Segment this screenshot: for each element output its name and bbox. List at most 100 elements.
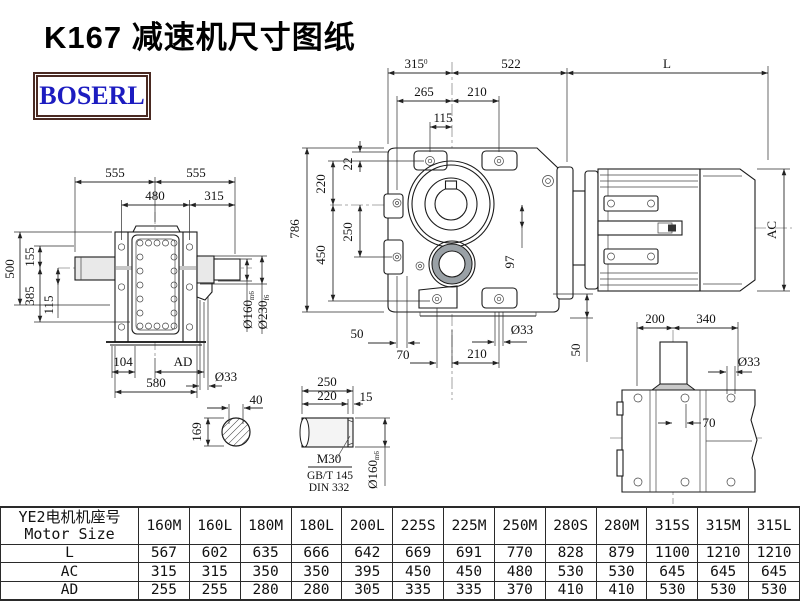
dimension-drawing: 555 555 480 315 500 155 385 115 bbox=[2, 56, 792, 504]
col-header-180L: 180L bbox=[290, 505, 343, 545]
cell-L-315S: 1100 bbox=[646, 543, 699, 564]
col-header-280M: 280M bbox=[595, 505, 648, 545]
dim-15: 15 bbox=[360, 389, 373, 404]
dim-169: 169 bbox=[189, 422, 204, 442]
keyway bbox=[444, 180, 458, 190]
row-label-L: L bbox=[0, 543, 139, 564]
dim-500: 500 bbox=[2, 259, 17, 279]
cell-L-280S: 828 bbox=[544, 543, 597, 564]
output-shaft bbox=[213, 258, 241, 281]
label-din332: DIN 332 bbox=[309, 482, 350, 494]
cell-L-200L: 642 bbox=[341, 543, 394, 564]
dim-50-left: 50 bbox=[351, 326, 364, 341]
dim-L: L bbox=[663, 56, 671, 71]
front-view: 3150 522 L 265 210 115 786 22 22 bbox=[287, 56, 792, 400]
dim-250: 250 bbox=[340, 222, 355, 242]
dim-340: 340 bbox=[696, 311, 716, 326]
row-label-AC: AC bbox=[0, 562, 139, 582]
vertical-shaft bbox=[659, 341, 688, 391]
dim-d33-top: Ø33 bbox=[738, 354, 760, 369]
cell-L-315L: 1210 bbox=[748, 543, 800, 564]
dim-d230: Ø230f6 bbox=[255, 294, 271, 329]
cell-AD-160L: 255 bbox=[188, 580, 241, 601]
cell-AD-315L: 530 bbox=[748, 580, 800, 601]
shaft-section: 40 169 bbox=[189, 392, 263, 447]
cell-AD-315M: 530 bbox=[697, 580, 750, 601]
dim-315-top: 3150 bbox=[405, 56, 429, 71]
page-title: K167 减速机尺寸图纸 bbox=[44, 20, 356, 55]
col-header-160M: 160M bbox=[138, 505, 190, 545]
top-view: 200 340 Ø33 70 bbox=[610, 311, 762, 504]
cell-L-250M: 770 bbox=[493, 543, 546, 564]
dim-d160-shaft: Ø160m6 bbox=[365, 451, 381, 489]
shaft-side-view: 250 220 15 M30 GB/T 145 DIN 332 Ø160m6 bbox=[299, 374, 390, 494]
cell-L-180L: 666 bbox=[290, 543, 343, 564]
side-view: 555 555 480 315 500 155 385 115 bbox=[2, 165, 271, 398]
dim-265: 265 bbox=[414, 84, 434, 99]
cell-L-225S: 669 bbox=[392, 543, 445, 564]
col-header-315M: 315M bbox=[697, 505, 750, 545]
dim-d33-front: Ø33 bbox=[511, 322, 533, 337]
dim-480: 480 bbox=[145, 188, 165, 203]
cell-AC-315M: 645 bbox=[697, 562, 750, 582]
brand-logo-text: BOSERL bbox=[39, 81, 145, 110]
motor bbox=[556, 166, 756, 300]
col-header-180M: 180M bbox=[239, 505, 292, 545]
col-header-280S: 280S bbox=[544, 505, 597, 545]
cell-L-160L: 602 bbox=[188, 543, 241, 564]
row-label-AD: AD bbox=[0, 580, 139, 601]
shaft-body bbox=[301, 417, 354, 448]
mounting-bolts bbox=[392, 156, 554, 304]
dim-115-top: 115 bbox=[433, 110, 452, 125]
cell-AC-280S: 530 bbox=[544, 562, 597, 582]
cell-L-160M: 567 bbox=[138, 543, 190, 564]
dim-d160-side: Ø160m6 bbox=[240, 291, 256, 329]
cell-AC-315S: 645 bbox=[646, 562, 699, 582]
dim-555-right: 555 bbox=[186, 165, 206, 180]
dim-786: 786 bbox=[287, 219, 302, 239]
cell-AC-180M: 350 bbox=[239, 562, 292, 582]
torque-bracket bbox=[196, 282, 213, 301]
dim-AD: AD bbox=[174, 354, 193, 369]
input-boss bbox=[428, 240, 476, 288]
dim-70-top: 70 bbox=[703, 415, 716, 430]
col-header-225M: 225M bbox=[443, 505, 495, 545]
cell-AC-180L: 350 bbox=[290, 562, 343, 582]
cell-L-225M: 691 bbox=[443, 543, 495, 564]
dim-555-left: 555 bbox=[105, 165, 125, 180]
dim-70: 70 bbox=[397, 347, 410, 362]
cover-bolts bbox=[136, 239, 178, 330]
cell-AC-315L: 645 bbox=[748, 562, 800, 582]
col-header-200L: 200L bbox=[341, 505, 394, 545]
motor-key-slot bbox=[597, 220, 683, 236]
dim-AC: AC bbox=[764, 221, 779, 239]
col-header-160L: 160L bbox=[188, 505, 241, 545]
col-header-225S: 225S bbox=[392, 505, 445, 545]
dim-50-right: 50 bbox=[568, 344, 583, 357]
dim-220-shaft: 220 bbox=[317, 388, 337, 403]
dim-580: 580 bbox=[146, 375, 166, 390]
dim-d33-side: Ø33 bbox=[215, 369, 237, 384]
dim-22: 22 bbox=[340, 158, 355, 171]
dim-40: 40 bbox=[250, 392, 263, 407]
flange-bolts bbox=[117, 243, 194, 331]
cell-AC-160M: 315 bbox=[138, 562, 190, 582]
cell-AC-250M: 480 bbox=[493, 562, 546, 582]
cell-L-315M: 1210 bbox=[697, 543, 750, 564]
cell-L-280M: 879 bbox=[595, 543, 648, 564]
cell-AD-315S: 530 bbox=[646, 580, 699, 601]
dim-250-shaft: 250 bbox=[317, 374, 337, 389]
label-gbt145: GB/T 145 bbox=[307, 470, 353, 482]
dim-385: 385 bbox=[22, 286, 37, 306]
col-header-315S: 315S bbox=[646, 505, 699, 545]
cell-AC-280M: 530 bbox=[595, 562, 648, 582]
cell-AD-160M: 255 bbox=[138, 580, 190, 601]
dim-210-bottom: 210 bbox=[467, 346, 487, 361]
cell-AD-250M: 370 bbox=[493, 580, 546, 601]
cell-L-180M: 635 bbox=[239, 543, 292, 564]
dim-104: 104 bbox=[113, 354, 133, 369]
